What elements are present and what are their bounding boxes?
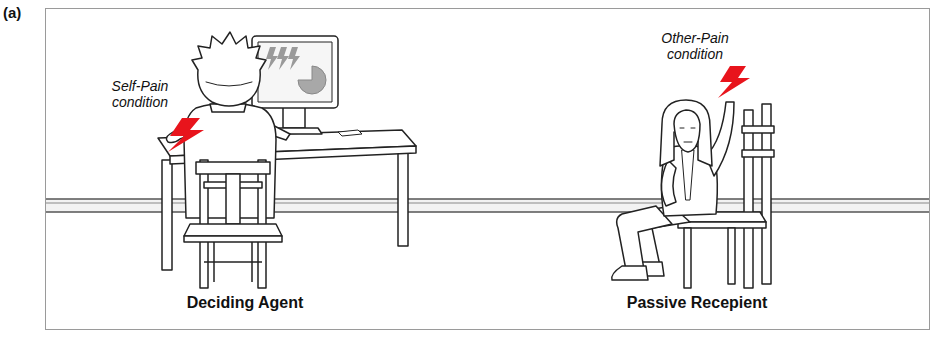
panel-letter: (a): [3, 4, 21, 21]
panel-frame: [46, 9, 930, 330]
agent-chair: [184, 160, 282, 288]
condition-note: Other-Pain condition: [653, 30, 737, 62]
condition-note: Self-Pain condition: [103, 78, 177, 110]
role-label: Deciding Agent: [187, 294, 304, 312]
condition-note-box: Other-Pain condition: [653, 30, 737, 62]
role-label-box: Passive Recepient: [627, 294, 768, 312]
role-label-box: Deciding Agent: [187, 294, 304, 312]
wall-rail: [46, 199, 929, 212]
self-pain-bolt: [168, 118, 204, 152]
role-label: Passive Recepient: [627, 294, 768, 312]
passive-recipient-figure: [612, 100, 734, 280]
condition-note-box: Self-Pain condition: [103, 78, 177, 110]
other-pain-bolt: [718, 66, 750, 98]
panel-letter-box: (a): [3, 4, 21, 21]
